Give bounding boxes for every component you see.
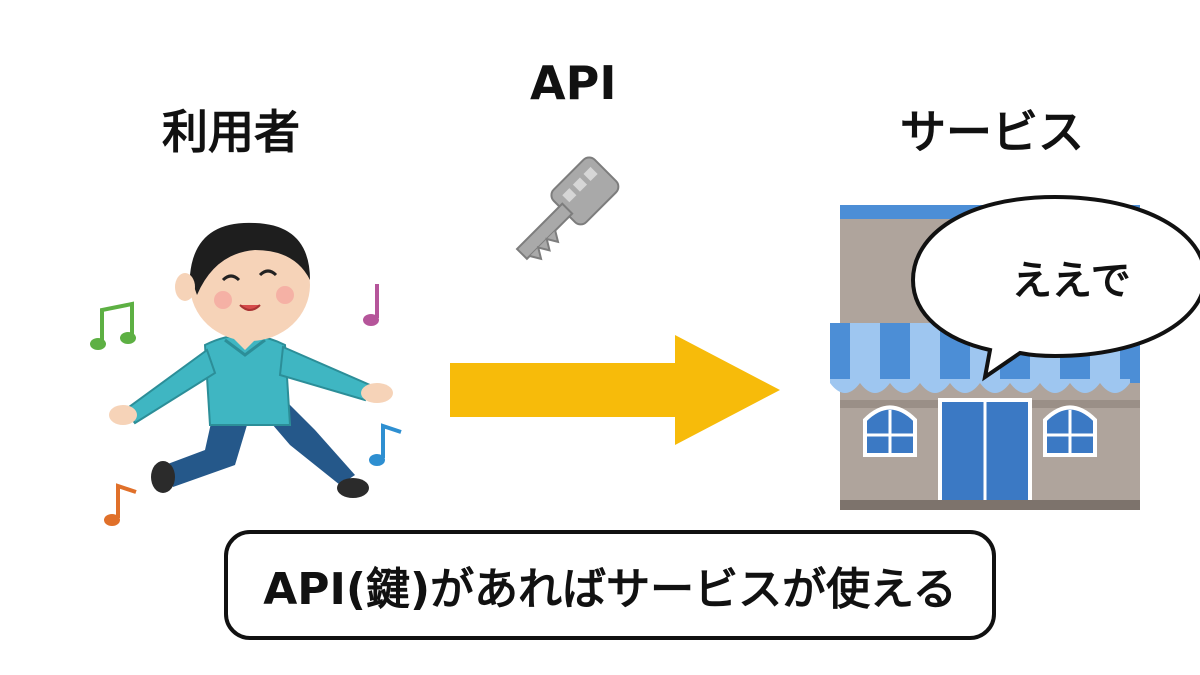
caption-box: API(鍵)があればサービスが使える (224, 530, 996, 640)
music-note-icon-green (90, 301, 136, 350)
service-label: サービス (900, 105, 1084, 159)
arrow-right-icon (450, 335, 780, 445)
key-icon (515, 156, 620, 261)
api-label: API (530, 56, 617, 110)
person-dancing-icon (109, 222, 393, 498)
music-note-icon-purple (363, 284, 379, 326)
user-label: 利用者 (162, 105, 300, 159)
speech-bubble-text: ええで (1012, 258, 1131, 304)
music-note-icon-orange (104, 483, 137, 526)
speech-bubble (910, 194, 1200, 382)
music-note-icon-blue (369, 423, 402, 466)
caption-text: API(鍵)があればサービスが使える (263, 564, 957, 615)
